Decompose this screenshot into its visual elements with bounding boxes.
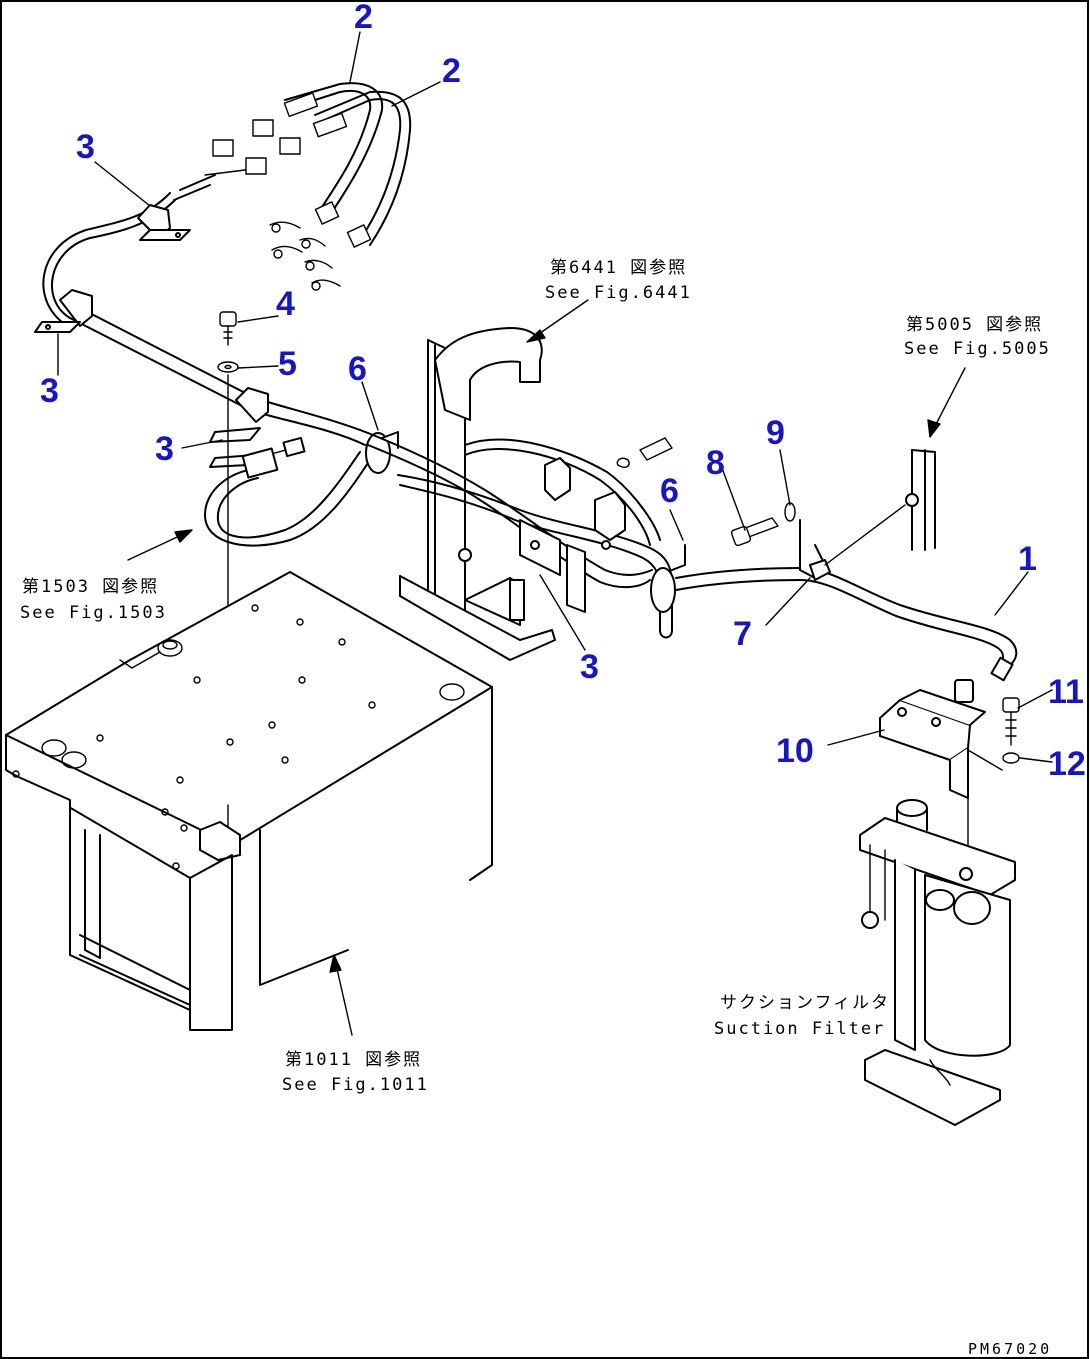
callout-12: 12 (1048, 745, 1086, 783)
callout-2-right: 2 (442, 52, 461, 90)
arrow-fig1011 (329, 954, 353, 1036)
callout-6-right: 6 (660, 472, 679, 510)
arrow-fig5005 (927, 367, 966, 438)
ref-fig6441-en: See Fig.6441 (545, 283, 692, 303)
clamp-upper (137, 204, 191, 241)
suction-filter (859, 789, 1016, 1126)
callout-3-center: 3 (580, 648, 599, 686)
center-bracket (399, 327, 556, 661)
clamp-left (34, 289, 93, 333)
hose-fig1503 (204, 436, 371, 547)
bracket-7 (799, 504, 906, 581)
box-details (12, 604, 465, 870)
bolt-center (616, 437, 673, 468)
arrow-fig6441 (526, 299, 589, 343)
callout-10: 10 (776, 732, 814, 770)
leader-lines (57, 31, 1053, 763)
callout-3-middle: 3 (155, 430, 174, 468)
hose-upper-left (42, 82, 412, 446)
ref-fig5005-en: See Fig.5005 (904, 339, 1051, 359)
clamp-6-left (365, 431, 399, 474)
ref-suction-jp: サクションフィルタ (720, 993, 890, 1013)
bolt-4 (219, 311, 237, 346)
callout-numbers: 1 2 2 3 3 3 3 4 5 6 6 7 8 9 10 11 12 (40, 0, 1086, 783)
washer-5 (217, 361, 239, 373)
hose-right (675, 567, 1018, 682)
ref-fig1011-en: See Fig.1011 (282, 1075, 429, 1095)
rail-fig5005 (905, 449, 936, 551)
lower-box (5, 571, 493, 1031)
washer-9 (784, 502, 796, 522)
ref-suction-en: Suction Filter (714, 1019, 885, 1039)
callout-5: 5 (278, 345, 297, 383)
ref-fig1503-jp: 第1503 図参照 (22, 577, 159, 597)
ref-fig5005-jp: 第5005 図参照 (906, 315, 1043, 335)
ref-fig6441-jp: 第6441 図参照 (550, 258, 687, 278)
arrow-fig1503 (127, 529, 193, 561)
clamp-6-right (650, 544, 686, 613)
ref-fig1011-jp: 第1011 図参照 (285, 1050, 422, 1070)
bolt-8 (730, 517, 779, 547)
callout-11: 11 (1048, 673, 1084, 711)
callout-8: 8 (706, 444, 725, 482)
callout-2-top: 2 (354, 0, 373, 36)
ref-fig1503-en: See Fig.1503 (20, 603, 167, 623)
callout-3-topleft: 3 (76, 128, 95, 166)
bolt-11 (1002, 697, 1020, 746)
callout-7: 7 (733, 615, 752, 653)
callout-1: 1 (1018, 540, 1037, 578)
drawing-code: PM67020 (968, 1340, 1052, 1358)
washer-12 (1002, 752, 1020, 764)
callout-9: 9 (766, 414, 785, 452)
callout-6-left: 6 (348, 350, 367, 388)
block-10 (879, 679, 1003, 799)
reference-labels: 第6441 図参照 See Fig.6441 第5005 図参照 See Fig… (20, 258, 1051, 1095)
fittings-group (204, 92, 372, 291)
clamp-center (519, 457, 626, 613)
callout-3-left: 3 (40, 372, 59, 410)
callout-4: 4 (276, 285, 295, 323)
hose-main (367, 432, 673, 639)
